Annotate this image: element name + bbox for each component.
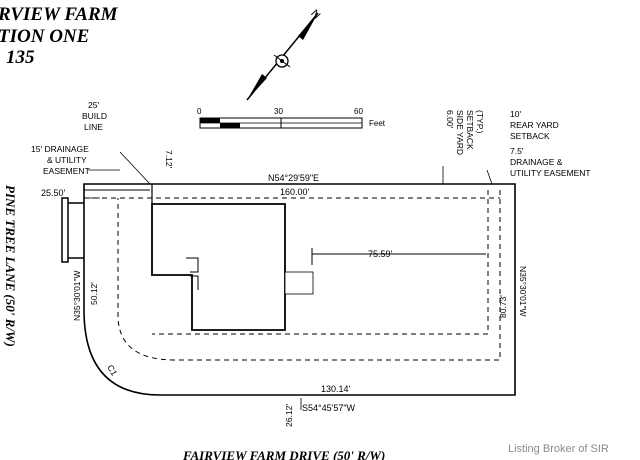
bottom-bearing: S54°45'57"W	[302, 403, 356, 413]
left-length: 50.12'	[89, 282, 99, 305]
scale-tick-60: 60	[354, 107, 363, 116]
title-line-1: RVIEW FARM	[0, 4, 119, 25]
scale-bar	[199, 117, 363, 129]
bottom-length: 130.14'	[321, 384, 351, 394]
street-left: PINE TREE LANE (50' R/W)	[3, 185, 18, 347]
top-bearing: N54°29'59"E	[268, 173, 319, 183]
build-line-label: 25' BUILD LINE	[82, 100, 109, 132]
rear-yard-label: 10' REAR YARD SETBACK	[510, 109, 561, 141]
corner-offset: 7.12'	[164, 150, 174, 169]
scale-unit: Feet	[369, 119, 386, 128]
svg-text:6.00' SIDE YARD SE: 6.00' SIDE YARD SETBACK (TYP.)	[445, 110, 485, 157]
drainage-left-label: 15' DRAINAGE & UTILITY EASEMENT	[31, 144, 91, 176]
easement-line	[84, 190, 501, 361]
front-offset: 25.50'	[41, 188, 66, 198]
bottom-offset: 26.12'	[284, 404, 294, 427]
street-bottom: FAIRVIEW FARM DRIVE (50' R/W)	[182, 448, 385, 460]
house-footprint	[151, 203, 286, 331]
lot-boundary	[83, 183, 516, 396]
scale-tick-30: 30	[274, 107, 283, 116]
house-offset: 75.59'	[368, 249, 393, 259]
title-line-2: TION ONE	[0, 26, 89, 47]
north-arrow-icon	[246, 12, 319, 101]
right-length: 80.73'	[498, 295, 508, 318]
right-bearing: N35°30'01"W	[518, 266, 528, 317]
watermark: Listing Broker of SIR	[508, 443, 609, 455]
left-bearing: N35°30'01"W	[72, 270, 82, 321]
north-label: N	[308, 8, 322, 22]
drainage-right-label: 7.5' DRAINAGE & UTILITY EASEMENT	[510, 146, 591, 178]
side-yard-label: 6.00' SIDE YARD SETBACK (TYP.)	[445, 110, 485, 157]
curve-label: C1	[105, 363, 119, 378]
setback-line	[152, 190, 489, 335]
title-line-3: 135	[6, 47, 35, 68]
top-length: 160.00'	[280, 187, 310, 197]
scale-tick-0: 0	[197, 107, 202, 116]
